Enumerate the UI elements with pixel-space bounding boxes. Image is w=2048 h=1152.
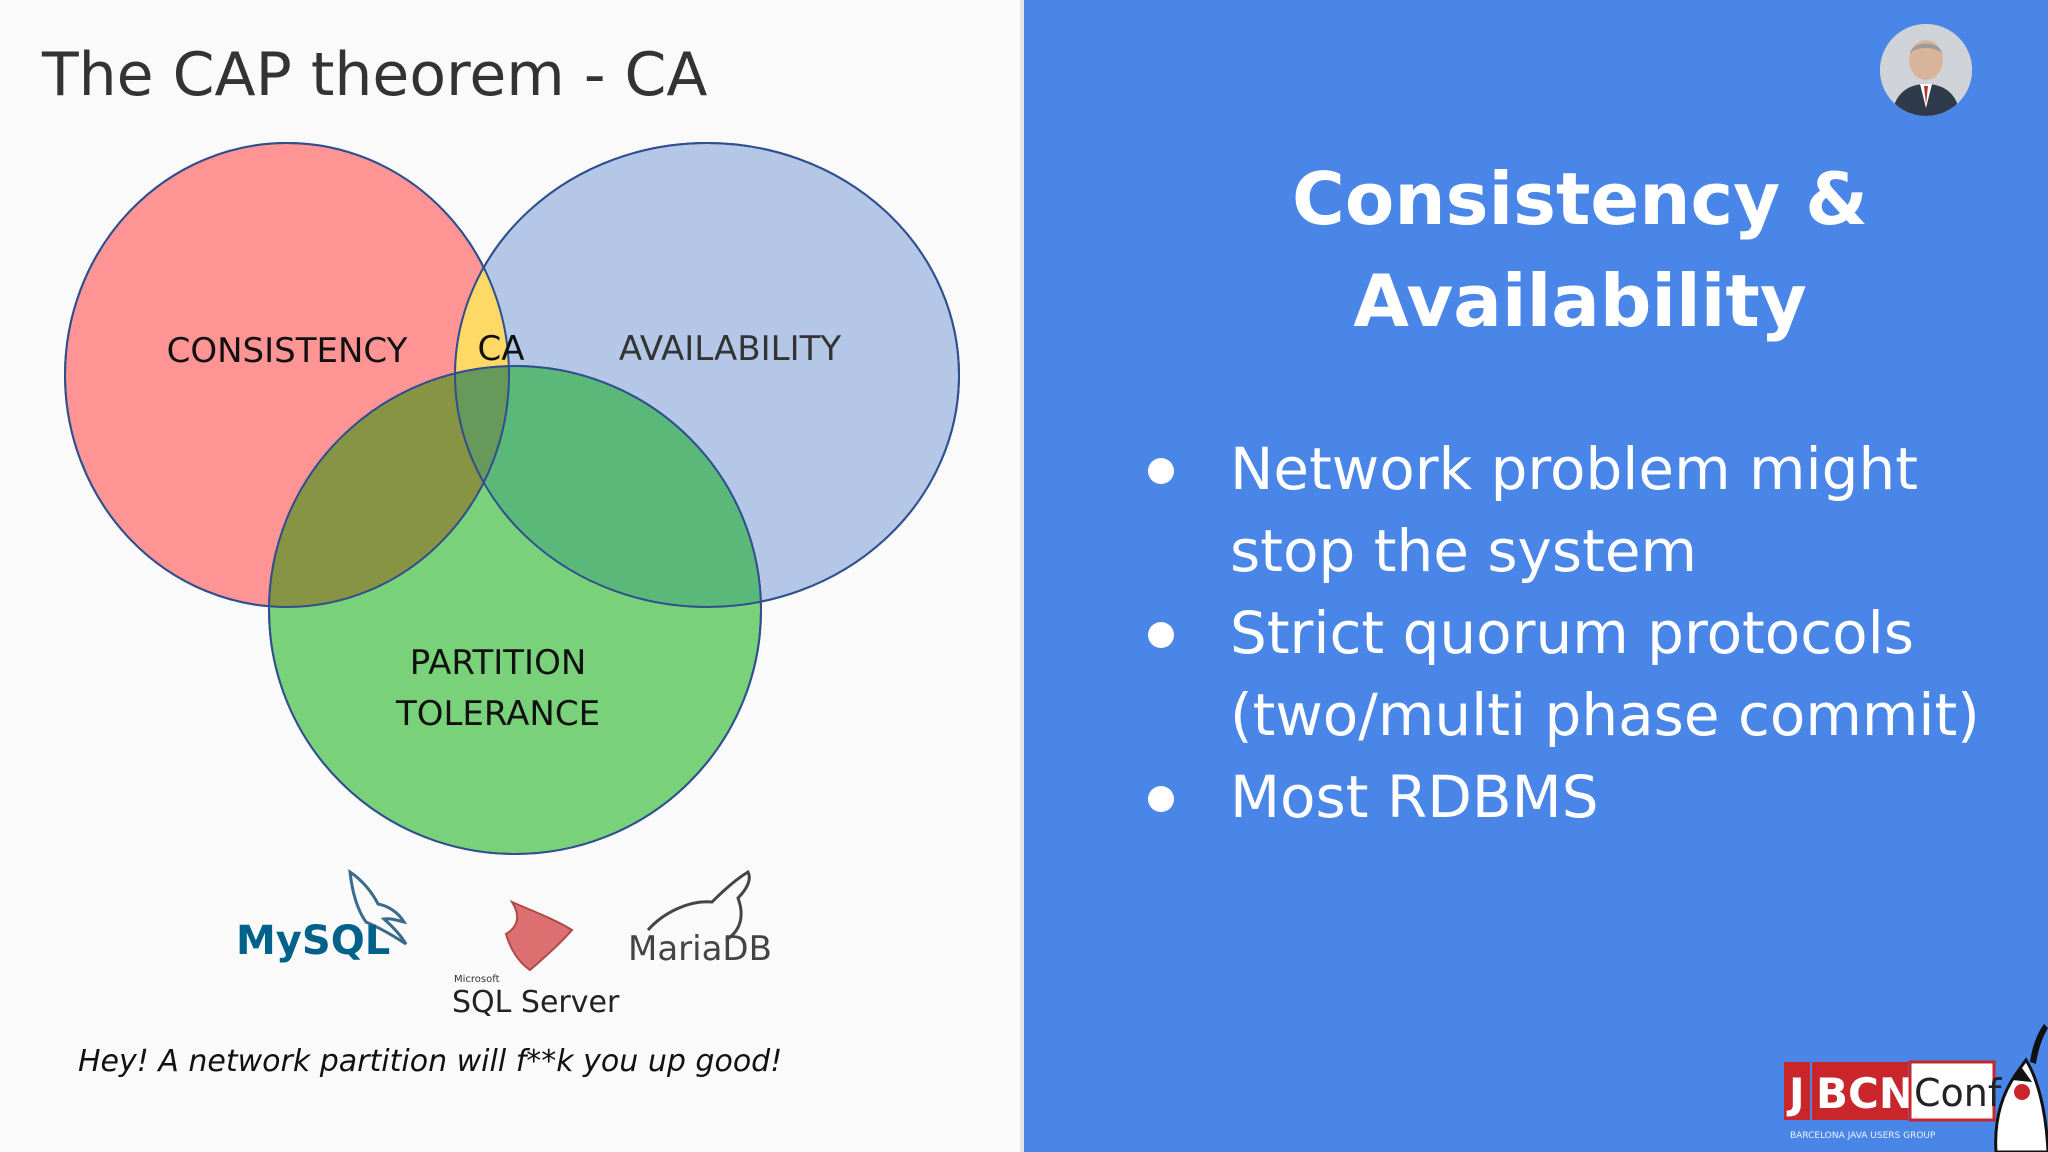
slide-title: The CAP theorem - CA xyxy=(42,40,708,110)
duke-mascot-icon xyxy=(1994,1024,2048,1152)
logo-bcn: BCN xyxy=(1816,1069,1914,1118)
bullet-text: Most RDBMS xyxy=(1230,763,1599,831)
mariadb-logo: MariaDB xyxy=(628,869,772,969)
bullet-dot-icon xyxy=(1148,622,1174,648)
venn-diagram: CONSISTENCY CA AVAILABILITY PARTITION TO… xyxy=(64,142,960,855)
bullet-item: Network problem might stop the system xyxy=(1140,428,2020,592)
panel-heading: Consistency & Availability xyxy=(1190,148,1970,352)
sqlserver-logo: Microsoft SQL Server xyxy=(452,899,620,1020)
bullet-item: Strict quorum protocols (two/multi phase… xyxy=(1140,592,2020,756)
ca-label: CA xyxy=(478,329,525,369)
mysql-wordmark: MySQL xyxy=(236,918,390,964)
bullet-text: Network problem might xyxy=(1230,435,1918,503)
database-logos: MySQL Microsoft SQL Server MariaDB xyxy=(236,868,772,1020)
heading-line1: Consistency & xyxy=(1292,157,1868,241)
logo-conf: Conf xyxy=(1914,1071,2003,1115)
partition-label-line1: PARTITION xyxy=(410,643,587,683)
slide-caption: Hey! A network partition will f**k you u… xyxy=(78,1044,783,1079)
presenter-avatar xyxy=(1880,24,1972,116)
diagram-panel: The CAP theorem - CA CONSISTENCY CA AVAI… xyxy=(0,0,1020,1152)
availability-label: AVAILABILITY xyxy=(619,329,842,369)
bullet-text: (two/multi phase commit) xyxy=(1230,681,1980,749)
dolphin-icon xyxy=(348,868,408,946)
bullet-item: Most RDBMS xyxy=(1140,756,2020,838)
logo-j: J xyxy=(1786,1069,1805,1118)
partition-label-line2: TOLERANCE xyxy=(395,694,600,734)
mariadb-wordmark: MariaDB xyxy=(628,929,772,969)
panel-divider xyxy=(1020,0,1024,1152)
bullet-list: Network problem might stop the system St… xyxy=(1140,428,2020,838)
bullet-dot-icon xyxy=(1148,786,1174,812)
jbcn-conf-logo: J BCN Conf BARCELONA JAVA USERS GROUP xyxy=(1784,1024,2048,1152)
bullet-text: Strict quorum protocols xyxy=(1230,599,1914,667)
logo-subtitle: BARCELONA JAVA USERS GROUP xyxy=(1790,1131,1936,1141)
bullet-text: stop the system xyxy=(1230,517,1698,585)
bullet-dot-icon xyxy=(1148,458,1174,484)
sea-lion-icon xyxy=(646,869,751,942)
sqlserver-flag-icon xyxy=(504,899,574,972)
sqlserver-small-text: Microsoft xyxy=(454,974,500,985)
heading-line2: Availability xyxy=(1353,259,1807,343)
mysql-logo: MySQL xyxy=(236,868,408,964)
info-panel xyxy=(1024,0,2048,1152)
consistency-label: CONSISTENCY xyxy=(167,331,408,371)
sqlserver-wordmark: SQL Server xyxy=(452,985,620,1020)
